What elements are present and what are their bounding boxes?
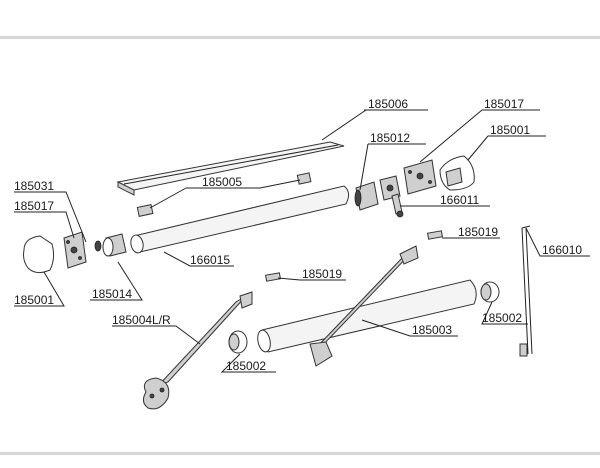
bottom-border (0, 452, 600, 468)
front-bar-end-plug-right (480, 281, 500, 303)
label-185019-right: 185019 (458, 225, 498, 239)
label-185006: 185006 (368, 97, 408, 111)
label-185005: 185005 (202, 175, 242, 189)
drive-gear-part (354, 175, 404, 218)
left-bracket-plate-part (63, 231, 87, 269)
leader-lines (14, 109, 590, 373)
label-185003: 185003 (412, 323, 452, 337)
label-185001-left: 185001 (14, 293, 54, 307)
crank-rod-part (519, 225, 533, 357)
right-end-cap-part (439, 155, 475, 191)
front-bar-end-plug-left (228, 330, 248, 354)
right-bracket-plate-part (403, 159, 437, 195)
label-185002-right: 185002 (482, 311, 522, 325)
roller-tube-part (130, 185, 350, 254)
label-166015: 166015 (190, 253, 230, 267)
label-185002-left: 185002 (226, 359, 266, 373)
label-185017-left: 185017 (14, 199, 54, 213)
label-185004LR: 185004L/R (112, 313, 171, 327)
front-bar-part (257, 279, 477, 353)
cover-clip-part (136, 172, 312, 217)
arm-clip-part (265, 230, 443, 282)
left-end-cap-part (23, 235, 55, 274)
label-185017-right: 185017 (484, 97, 524, 111)
label-185031: 185031 (14, 179, 54, 193)
cover-profile-part (116, 141, 345, 196)
label-185012: 185012 (370, 131, 410, 145)
label-185001-right: 185001 (490, 123, 530, 137)
folding-arm-right (309, 245, 419, 367)
label-185014: 185014 (92, 287, 132, 301)
folding-arm-left (142, 291, 253, 410)
label-166011: 166011 (440, 193, 479, 207)
label-185019-left: 185019 (302, 267, 342, 281)
label-166010: 166010 (542, 243, 582, 257)
top-border (0, 0, 600, 39)
tube-end-plug-part (94, 233, 127, 257)
